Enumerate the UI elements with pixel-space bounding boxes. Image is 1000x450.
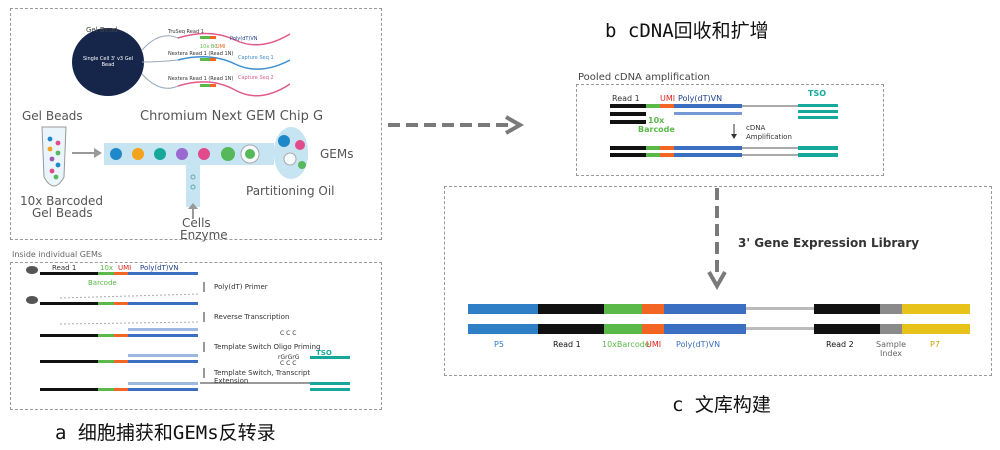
gel-bead-core-label: Single Cell 3' v3 Gel Bead	[82, 56, 134, 68]
b-umi-label: UMI	[660, 94, 676, 103]
inside-umi-label: UMI	[118, 264, 132, 272]
barcoded-label-1: 10x Barcoded	[20, 194, 103, 208]
panel-b-caption: b cDNA回收和扩增	[605, 20, 769, 42]
step-polydt-primer: Poly(dT) Primer	[214, 283, 268, 291]
panel-a-caption: a 细胞捕获和GEMs反转录	[55, 422, 276, 444]
b-read1-label: Read 1	[612, 94, 640, 103]
panel-a-bottom-box	[10, 262, 382, 410]
ggg-label: rGrGrG	[278, 354, 300, 361]
oligo-feature-capture1: Capture Seq 1	[238, 55, 274, 61]
oligo-label-2: Nextera Read 1 (Read 1N)	[168, 51, 234, 57]
lib-label-polydt: Poly(dT)VN	[676, 340, 721, 349]
oligo-feature-capture2: Capture Seq 2	[238, 75, 274, 81]
partitioning-oil-label: Partitioning Oil	[246, 184, 335, 198]
b-barcode-label: Barcode	[638, 125, 675, 134]
lib-p5-top	[468, 304, 538, 314]
gel-bead-label: Gel Bead	[86, 26, 118, 34]
lib-read1-bottom	[538, 324, 604, 334]
b-10x-label: 10x	[648, 116, 665, 125]
lib-insert-top	[746, 307, 814, 310]
lib-polydt-bottom	[664, 324, 746, 334]
panel-b-title: Pooled cDNA amplification	[578, 72, 710, 83]
step-tso-priming: Template Switch Oligo Priming	[214, 343, 321, 351]
tso-label-a: TSO	[316, 349, 332, 357]
arrow-b-to-c	[707, 188, 727, 291]
barcoded-label-2: Gel Beads	[32, 206, 93, 220]
inside-gems-title: Inside individual GEMs	[12, 250, 103, 259]
panel-b-box	[576, 84, 884, 176]
oligo-feature-umi: UMI	[216, 44, 226, 50]
panel-b-strands	[610, 104, 838, 157]
lib-label-umi: UMI	[646, 340, 662, 349]
oligo-label-3: Nextera Read 1 (Read 1N)	[168, 76, 234, 82]
ccc-label-2: C C C	[280, 360, 297, 367]
lib-p5-bottom	[468, 324, 538, 334]
lib-label-p5: P5	[494, 340, 504, 349]
lib-label-p7: P7	[930, 340, 940, 349]
lib-umi-top	[642, 304, 664, 314]
lib-barcode-top	[604, 304, 642, 314]
arrow-a-to-b	[388, 115, 525, 135]
inside-10x-label: 10x	[100, 264, 114, 272]
panel-a-top-box	[10, 8, 382, 240]
chip-label: Chromium Next GEM Chip G	[140, 109, 324, 124]
lib-umi-bottom	[642, 324, 664, 334]
gems-label: GEMs	[320, 147, 354, 161]
inside-read1-label: Read 1	[52, 264, 77, 272]
lib-polydt-top	[664, 304, 746, 314]
step-extension: Template Switch, Transcript Extension	[214, 369, 311, 385]
inside-gems-steps	[26, 266, 350, 391]
lib-label-read1: Read 1	[553, 340, 581, 349]
lib-p7-bottom	[902, 324, 970, 334]
chip-channel-illustration	[41, 126, 308, 219]
oligo-label-1: TruSeq Read 1	[168, 29, 204, 35]
panel-c-title: 3' Gene Expression Library	[738, 236, 920, 250]
lib-label-sample-index: Sample Index	[876, 340, 906, 358]
oligo-feature-polydt: Poly(dT)VN	[230, 36, 258, 42]
lib-index-bottom	[880, 324, 902, 334]
cells-label: Cells	[182, 216, 211, 230]
b-polydt-label: Poly(dT)VN	[678, 94, 723, 103]
b-tso-label: TSO	[808, 89, 827, 98]
step-reverse-transcription: Reverse Transcription	[214, 313, 290, 321]
b-amp-label-1: cDNA	[746, 124, 766, 132]
lib-barcode-bottom	[604, 324, 642, 334]
lib-p7-top	[902, 304, 970, 314]
gel-beads-label: Gel Beads	[22, 109, 83, 123]
inside-barcode-label: Barcode	[88, 279, 117, 287]
ccc-label-1: C C C	[280, 330, 297, 337]
lib-insert-bottom	[746, 327, 814, 330]
b-amp-label-2: Amplification	[746, 133, 792, 141]
lib-label-read2: Read 2	[826, 340, 854, 349]
lib-read2-top	[814, 304, 880, 314]
lib-read2-bottom	[814, 324, 880, 334]
panel-c-caption: c 文库构建	[672, 394, 771, 416]
lib-index-top	[880, 304, 902, 314]
oligo-feature-bc: 10x BC	[200, 44, 218, 50]
panel-c-box	[444, 186, 992, 376]
lib-label-barcode: 10xBarcode	[602, 340, 650, 349]
lib-read1-top	[538, 304, 604, 314]
inside-polydt-label: Poly(dT)VN	[140, 264, 179, 272]
gel-bead-illustration	[72, 28, 291, 97]
enzyme-label: Enzyme	[180, 228, 228, 242]
